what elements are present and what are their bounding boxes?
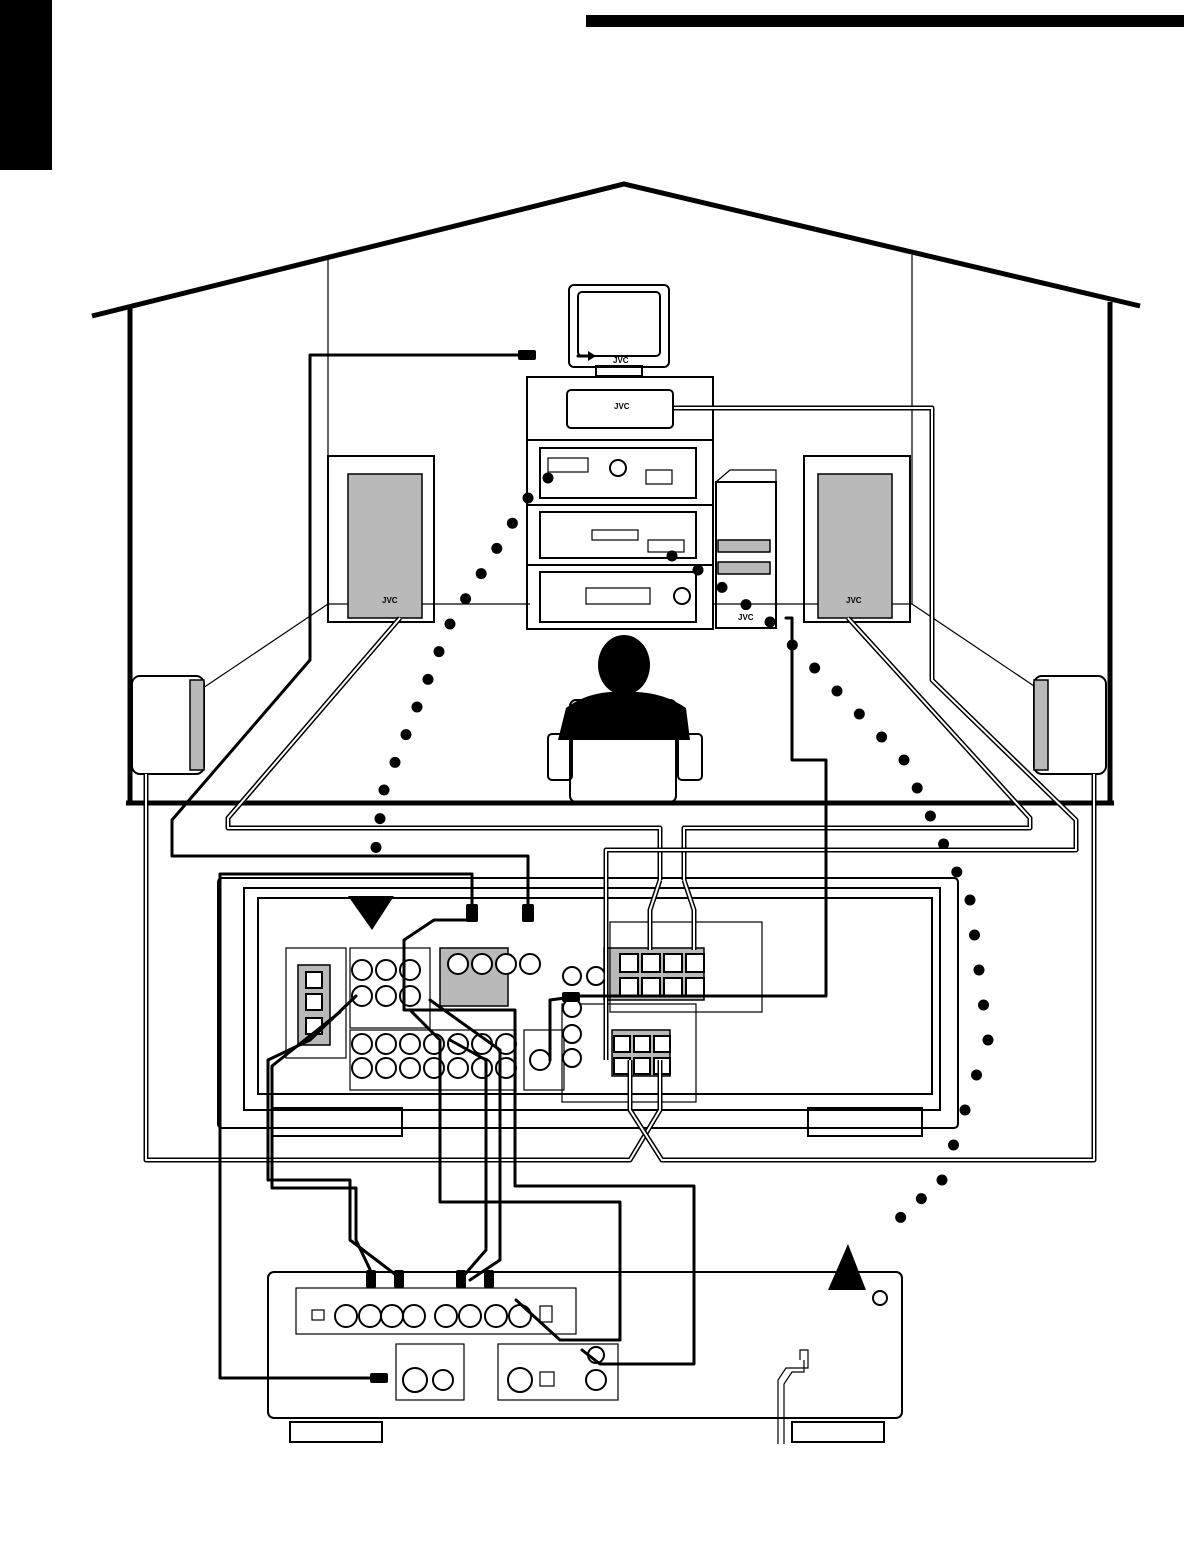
decoder-rear-panel: [268, 1272, 902, 1444]
pointer-triangle-decoder: [828, 1244, 866, 1290]
dotted-path-dot: [423, 674, 434, 685]
rear-panel-jack: [376, 986, 396, 1006]
speaker-terminal: [664, 954, 682, 972]
rear-panel-jack: [400, 1058, 420, 1078]
dotted-path-dot: [978, 1000, 989, 1011]
header-rule: [586, 15, 1184, 27]
rear-panel-jack: [496, 954, 516, 974]
speaker-terminal: [686, 978, 704, 996]
rear-panel-jack: [587, 967, 605, 985]
front-left-logo: JVC: [382, 596, 398, 605]
dotted-path-dot: [925, 811, 936, 822]
dotted-path-dot: [969, 930, 980, 941]
speaker-terminal: [664, 978, 682, 996]
dotted-path-dot: [693, 565, 704, 576]
rear-panel-jack: [376, 1058, 396, 1078]
dotted-path-dot: [543, 473, 554, 484]
equipment-rack: JVC: [527, 377, 713, 629]
front-right-logo: JVC: [846, 596, 862, 605]
dotted-path-dot: [667, 551, 678, 562]
speaker-terminal: [620, 954, 638, 972]
dotted-path-dot: [965, 895, 976, 906]
front-right-speaker: JVC: [804, 456, 910, 622]
front-left-speaker: JVC: [328, 456, 434, 622]
tv-monitor: JVC: [569, 285, 669, 376]
rear-panel-jack: [530, 1050, 550, 1070]
rear-panel-jack: [472, 954, 492, 974]
dotted-path-dot: [912, 783, 923, 794]
signal-cables: [172, 355, 826, 1378]
dotted-path-dot: [476, 568, 487, 579]
rear-panel-jack: [472, 1058, 492, 1078]
dotted-path-dot: [832, 686, 843, 697]
dotted-path-dot: [460, 593, 471, 604]
speaker-terminal: [686, 954, 704, 972]
speaker-terminal: [614, 1036, 630, 1052]
listener-figure: [548, 635, 702, 802]
speaker-terminal: [306, 972, 322, 988]
right-dotted-path: [667, 551, 994, 1223]
dotted-path-dot: [765, 617, 776, 628]
dotted-path-dot: [401, 729, 412, 740]
center-unit-logo: JVC: [614, 402, 630, 411]
rear-panel-jack: [352, 960, 372, 980]
dotted-path-dot: [717, 582, 728, 593]
dotted-path-dot: [379, 785, 390, 796]
dotted-path-dot: [375, 813, 386, 824]
dotted-path-dot: [854, 709, 865, 720]
dotted-path-dot: [390, 757, 401, 768]
rear-panel-jack: [376, 960, 396, 980]
pointer-triangle-amp: [348, 896, 394, 930]
dotted-path-dot: [412, 702, 423, 713]
dotted-path-dot: [876, 732, 887, 743]
dotted-path-dot: [507, 518, 518, 529]
dotted-path-dot: [434, 646, 445, 657]
speaker-terminal: [642, 954, 660, 972]
speaker-terminal: [642, 978, 660, 996]
dotted-path-dot: [445, 619, 456, 630]
vcr-unit: [540, 572, 696, 622]
dotted-path-dot: [951, 867, 962, 878]
dotted-path-dot: [916, 1193, 927, 1204]
rear-panel-jack: [376, 1034, 396, 1054]
rear-panel-jack: [448, 1058, 468, 1078]
rear-panel-jack: [563, 1049, 581, 1067]
dotted-path-dot: [960, 1105, 971, 1116]
dotted-path-dot: [491, 543, 502, 554]
dotted-path-dot: [971, 1070, 982, 1081]
rear-panel-jack: [563, 1025, 581, 1043]
dotted-path-dot: [895, 1212, 906, 1223]
speaker-terminal: [634, 1036, 650, 1052]
rear-panel-jack: [352, 1058, 372, 1078]
amplifier-rear-panel: [218, 878, 958, 1136]
dotted-path-dot: [974, 965, 985, 976]
dotted-path-dot: [809, 663, 820, 674]
rear-panel-jack: [400, 1034, 420, 1054]
dotted-path-dot: [983, 1035, 994, 1046]
dotted-path-dot: [937, 1175, 948, 1186]
speaker-terminal: [306, 994, 322, 1010]
rear-panel-jack: [520, 954, 540, 974]
rear-panel-jack: [448, 954, 468, 974]
dotted-path-dot: [741, 599, 752, 610]
dotted-path-dot: [523, 493, 534, 504]
speaker-terminal: [654, 1036, 670, 1052]
rear-panel-jack: [563, 967, 581, 985]
dotted-path-dot: [899, 755, 910, 766]
rear-panel-jack: [352, 1034, 372, 1054]
tv-brand-logo: JVC: [613, 356, 629, 365]
surround-left-speaker: [132, 676, 204, 774]
dotted-path-dot: [948, 1140, 959, 1151]
surround-right-speaker: [1034, 676, 1106, 774]
speaker-terminal: [620, 978, 638, 996]
side-tab: [0, 0, 52, 170]
speaker-terminal: [634, 1058, 650, 1074]
dotted-path-dot: [371, 842, 382, 853]
tower-logo: JVC: [738, 613, 754, 622]
